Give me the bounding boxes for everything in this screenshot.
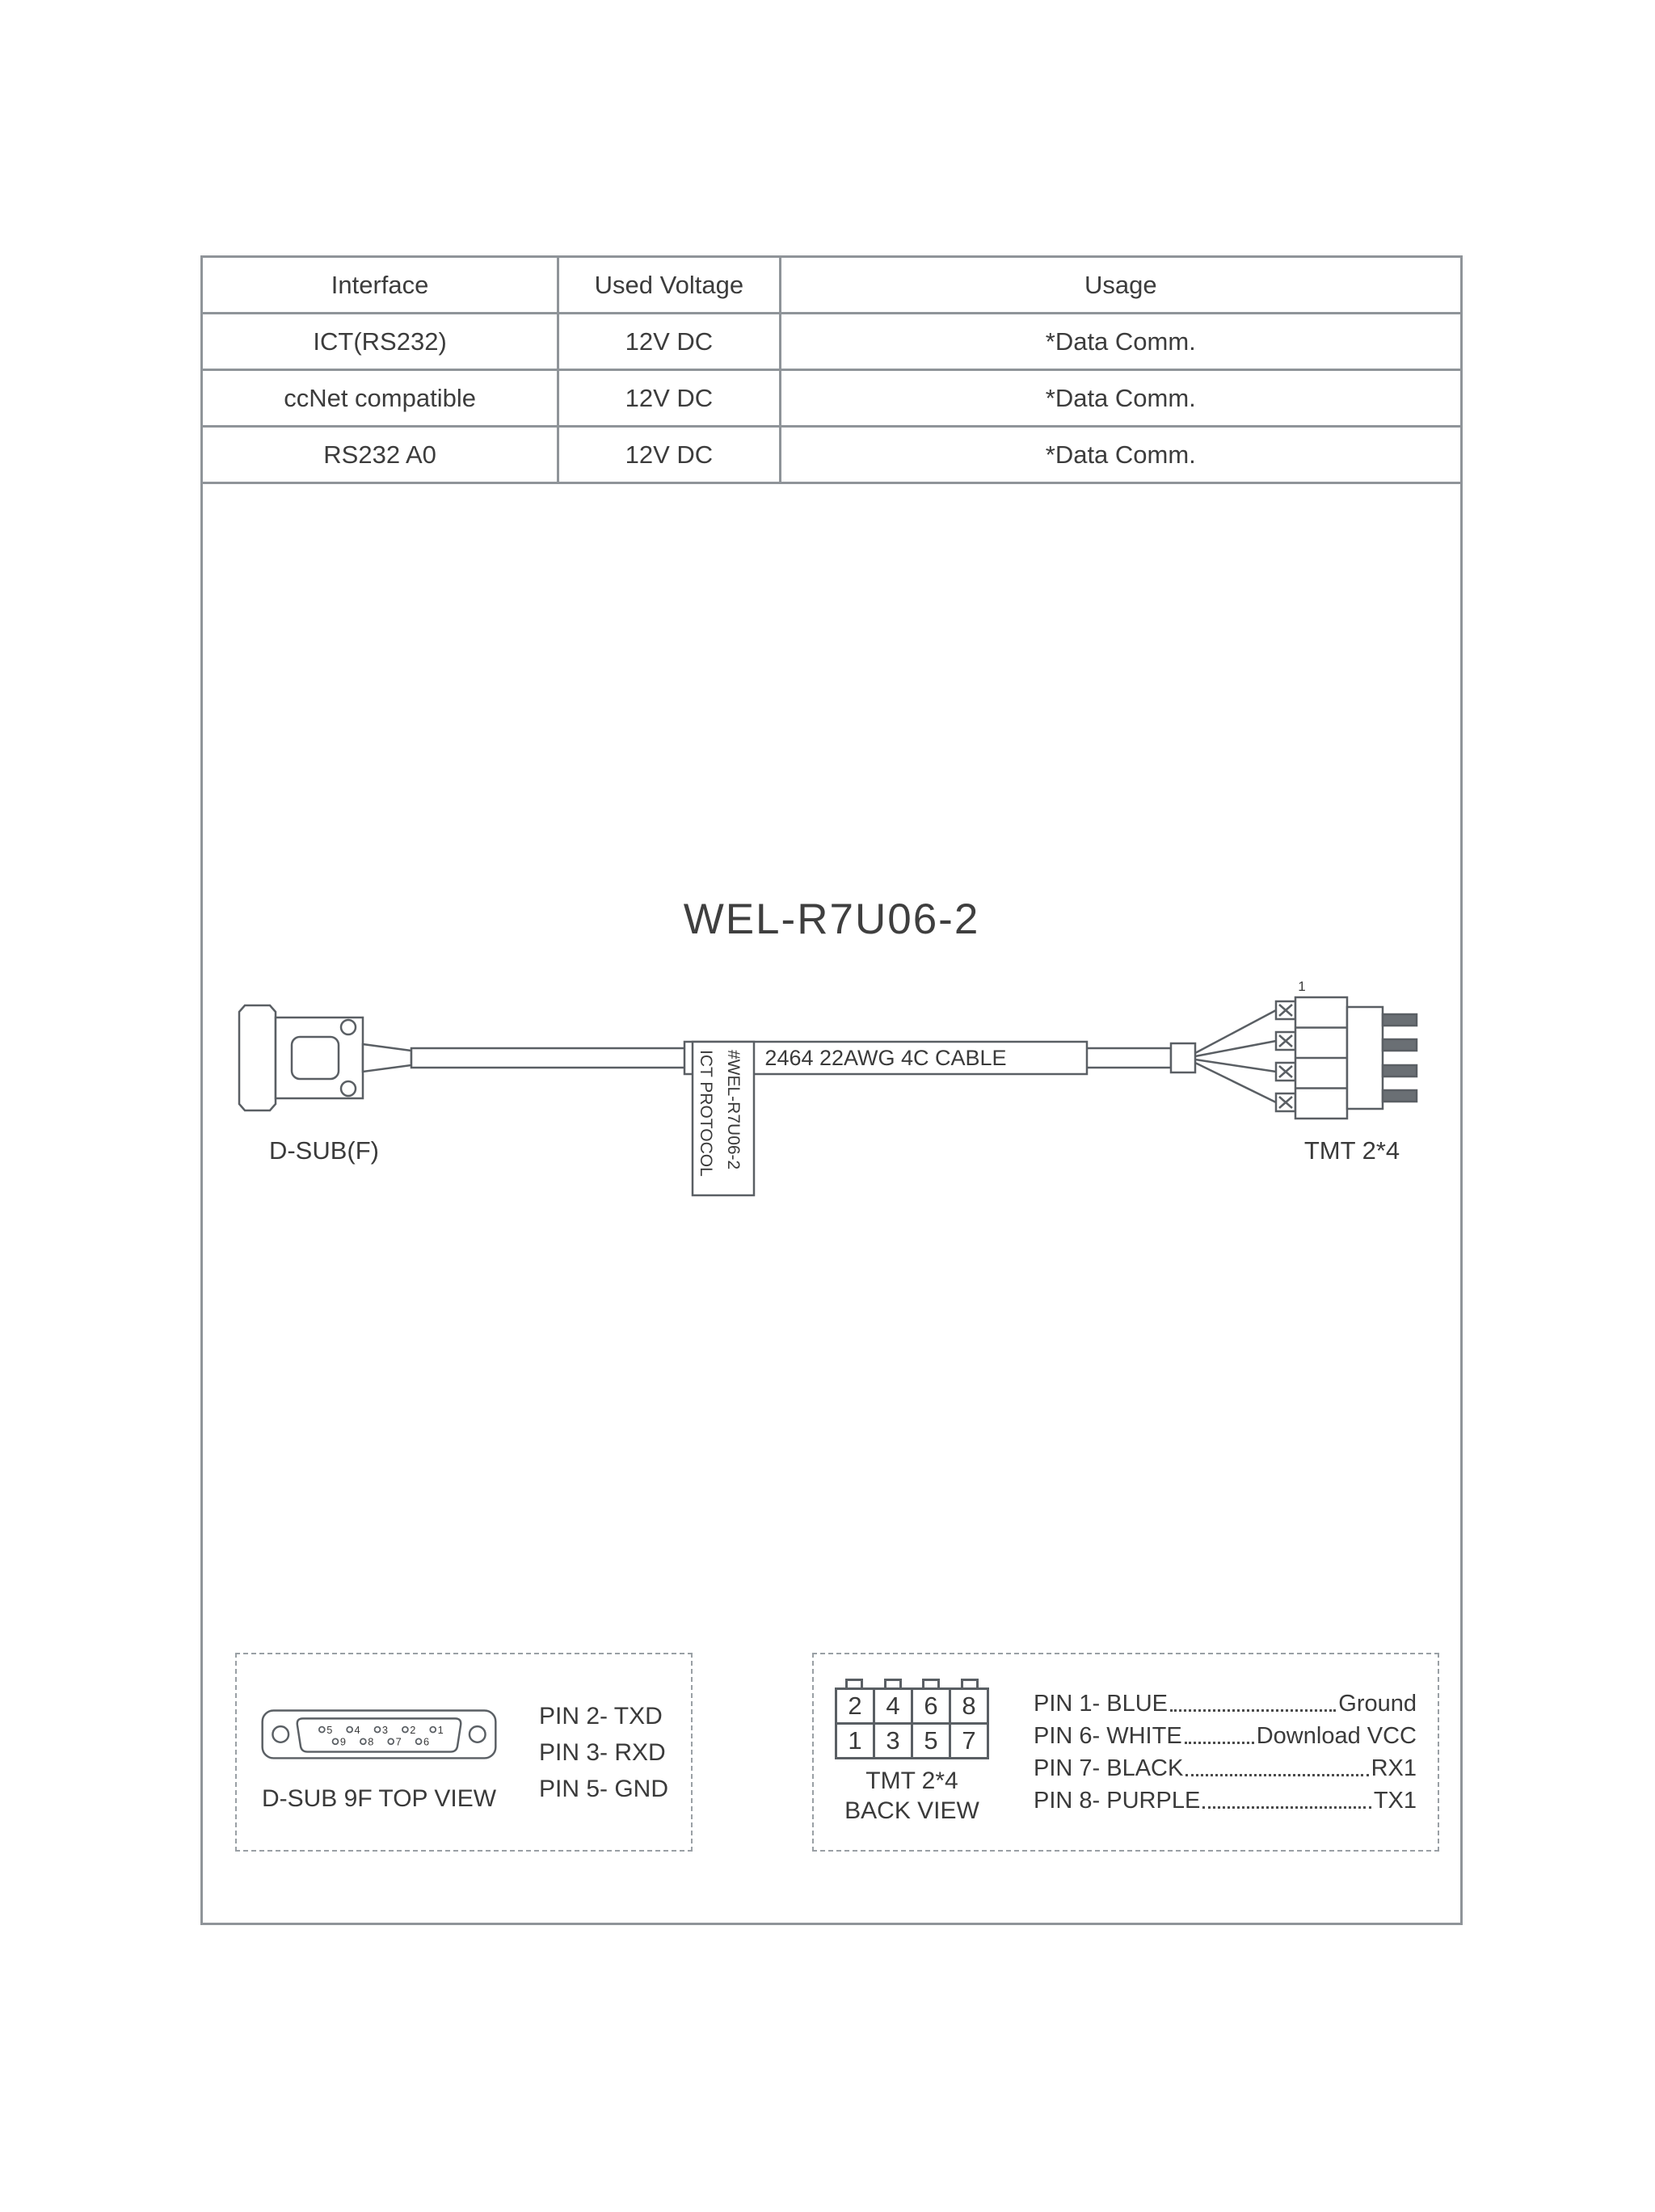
tmt-cell: 5 [911,1721,951,1759]
cell-usage: *Data Comm. [778,312,1463,371]
cable-print-text: 2464 22AWG 4C CABLE [764,1046,1006,1070]
tmt-caption-line2: BACK VIEW [844,1797,979,1824]
cell-usage: *Data Comm. [778,425,1463,484]
protocol-tag-line2: #WEL-R7U06-2 [724,1050,743,1169]
header-usage: Usage [778,255,1463,314]
protocol-tag-line1: ICT PROTOCOL [697,1050,715,1177]
tmt-cell: 8 [949,1687,989,1725]
header-used-voltage: Used Voltage [557,255,781,314]
dsub-pin-number: 4 [355,1724,360,1736]
crimp-terminals [1274,1000,1297,1113]
dotted-leader [1185,1773,1369,1776]
cell-voltage: 12V DC [557,369,781,428]
cell-interface: ccNet compatible [200,369,560,428]
wire-row: PIN 7- BLACK RX1 [1034,1755,1417,1782]
tmt-cell: 2 [835,1687,875,1725]
tmt-wire-list: PIN 1- BLUE Ground PIN 6- WHITE Download… [1034,1685,1417,1820]
tmt-caption-line1: TMT 2*4 [865,1767,958,1794]
dsub-pin-number: 7 [396,1736,402,1748]
wire-pin-label: PIN 6- WHITE [1034,1722,1182,1749]
dsub-connector-label: D-SUB(F) [269,1136,379,1165]
tmt-connector-label: TMT 2*4 [1304,1136,1400,1165]
tmt-pin-grid: 2 4 6 8 1 3 5 7 [835,1687,989,1759]
wire-row: PIN 1- BLUE Ground [1034,1691,1417,1717]
tmt-latch-tab [922,1678,941,1687]
table-row: ICT(RS232) 12V DC *Data Comm. [200,312,1463,371]
cable-assembly-diagram: 2464 22AWG 4C CABLE ICT PROTOCOL #WEL-R7… [238,979,1418,1197]
part-number-title: WEL-R7U06-2 [683,895,980,943]
cell-voltage: 12V DC [557,425,781,484]
dsub-signal: PIN 5- GND [538,1775,668,1802]
wire-row: PIN 6- WHITE Download VCC [1034,1723,1417,1750]
dsub-pin-number: 3 [382,1724,388,1736]
tmt-cell: 3 [873,1721,913,1759]
wire-signal-label: Ground [1338,1690,1417,1717]
tmt-pin1-marker: 1 [1298,979,1305,994]
dsub-top-view-drawing: 5 4 3 2 1 9 8 7 6 [261,1709,497,1759]
table-header-row: Interface Used Voltage Usage [200,255,1463,314]
wire-signal-label: TX1 [1373,1787,1417,1814]
dsub-pin-number: 9 [340,1736,346,1748]
dsub-pin-number: 6 [423,1736,429,1748]
cable-ferrule [1169,1042,1197,1074]
tmt-cell: 4 [873,1687,913,1725]
cell-usage: *Data Comm. [778,369,1463,428]
spec-sheet-frame: Interface Used Voltage Usage ICT(RS232) … [200,255,1463,1925]
protocol-tag: ICT PROTOCOL #WEL-R7U06-2 [691,1040,756,1197]
table-row: RS232 A0 12V DC *Data Comm. [200,425,1463,484]
cell-interface: RS232 A0 [200,425,560,484]
tmt-latch-tab [845,1678,864,1687]
wire-signal-label: Download VCC [1256,1722,1417,1749]
dsub-top-view: 5 4 3 2 1 9 8 7 6 D-SUB 9F TOP VIEW [259,1690,499,1814]
tmt-cell: 6 [911,1687,951,1725]
wire-pin-label: PIN 1- BLUE [1034,1690,1168,1717]
dsub-pin-number: 1 [438,1724,444,1736]
cell-voltage: 12V DC [557,312,781,371]
tmt-cell: 1 [835,1721,875,1759]
dsub-view-caption: D-SUB 9F TOP VIEW [261,1785,497,1813]
dsub-pin-number: 8 [368,1736,373,1748]
dsub-connector-drawing [238,1004,413,1112]
dsub-signal: PIN 2- TXD [538,1702,663,1730]
table-row: ccNet compatible 12V DC *Data Comm. [200,369,1463,428]
dsub-signal: PIN 3- RXD [538,1738,666,1766]
tmt-detail-box: 2 4 6 8 1 3 5 7 TMT 2*4 BACK VIEW [812,1653,1439,1852]
fanout-wires [1194,1009,1277,1104]
header-interface: Interface [200,255,560,314]
dsub-pin-number: 2 [410,1724,415,1736]
wire-row: PIN 8- PURPLE TX1 [1034,1788,1417,1814]
dsub-pin-holes [318,1726,437,1746]
tmt-view-caption: TMT 2*4 BACK VIEW [844,1766,979,1826]
interface-spec-table: Interface Used Voltage Usage ICT(RS232) … [200,255,1463,484]
dotted-leader [1202,1805,1371,1809]
tmt-cell: 7 [949,1721,989,1759]
tmt-connector-drawing [1294,996,1418,1120]
cell-interface: ICT(RS232) [200,312,560,371]
dotted-leader [1184,1741,1254,1744]
tmt-latch-tabs [836,1678,989,1687]
tmt-latch-tab [883,1678,902,1687]
dsub-signal-list: PIN 2- TXD PIN 3- RXD PIN 5- GND [539,1698,668,1807]
dsub-pin-number: 5 [326,1724,332,1736]
dotted-leader [1170,1709,1337,1712]
tmt-back-view: 2 4 6 8 1 3 5 7 TMT 2*4 BACK VIEW [835,1678,989,1826]
dsub-detail-box: 5 4 3 2 1 9 8 7 6 D-SUB 9F TOP VIEW PIN … [235,1653,693,1852]
wire-pin-label: PIN 8- PURPLE [1034,1787,1201,1814]
wire-pin-label: PIN 7- BLACK [1034,1755,1184,1781]
wire-signal-label: RX1 [1371,1755,1417,1781]
tmt-latch-tab [960,1678,979,1687]
